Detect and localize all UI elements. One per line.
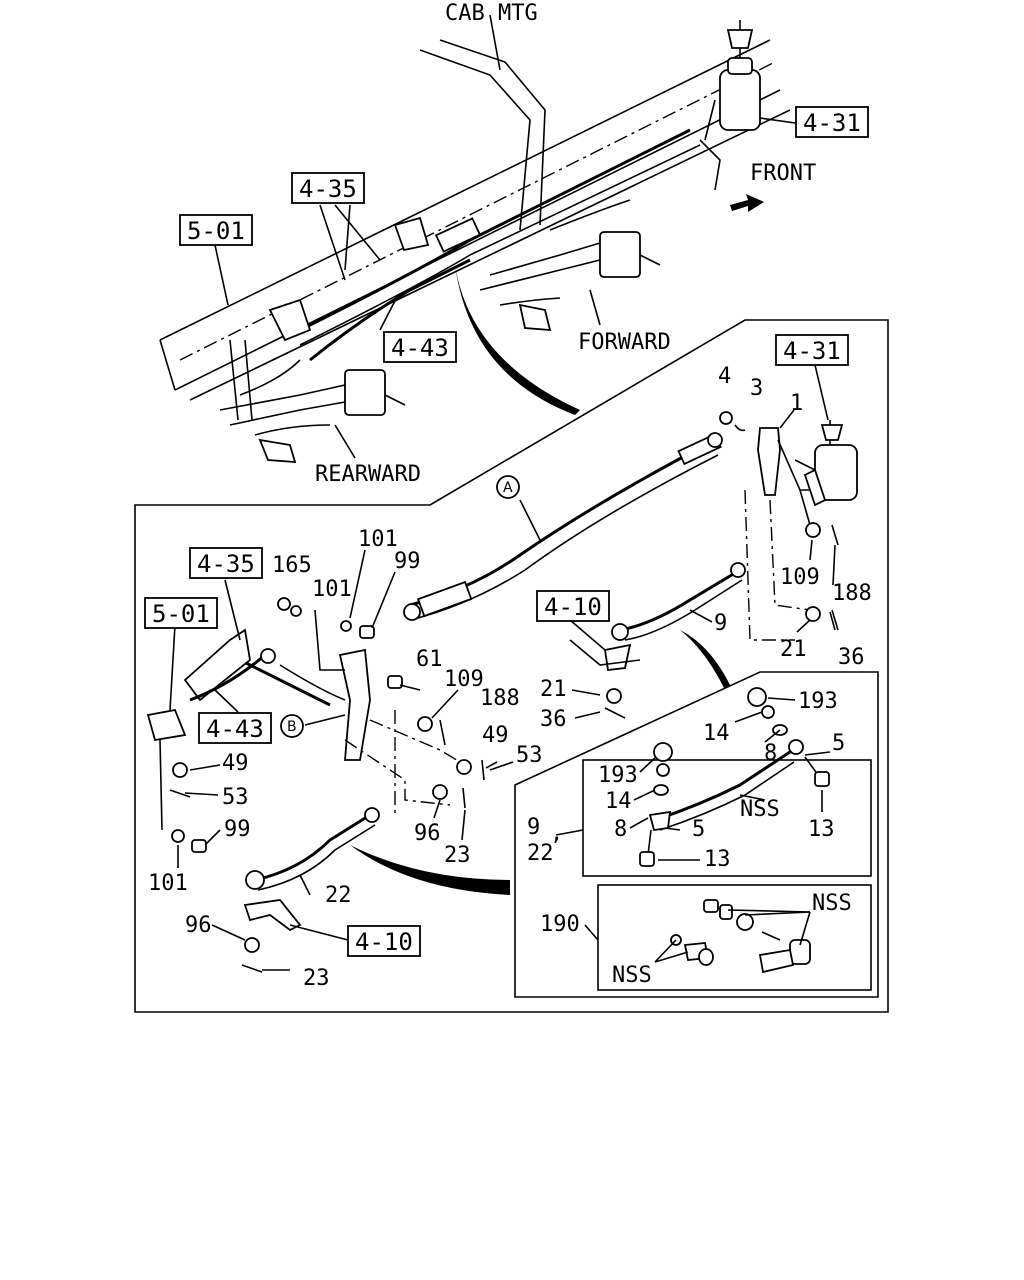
part-number-9-inset: 9 — [527, 815, 540, 840]
part-number-109-mid: 109 — [444, 667, 484, 692]
part-number-21-mid: 21 — [540, 677, 567, 702]
callout-a-label: A — [503, 480, 513, 496]
leader-lines — [169, 409, 836, 971]
part-number-8-top: 8 — [764, 741, 777, 766]
nss-label-kit-right: NSS — [812, 891, 852, 916]
part-number-4: 4 — [718, 364, 731, 389]
ref-box-4-31-top[interactable]: 4-31 — [795, 106, 869, 138]
part-number-22-inset: 22 — [527, 841, 554, 866]
part-number-14-bottom: 14 — [605, 789, 632, 814]
part-number-14-top: 14 — [703, 721, 730, 746]
nss-label-top: NSS — [740, 797, 780, 822]
part-number-23-mid: 23 — [444, 843, 471, 868]
detail-panel-border — [134, 319, 889, 1013]
inset-panel-border — [514, 671, 879, 998]
rearward-label: REARWARD — [315, 462, 421, 487]
comma-separator: , — [550, 821, 563, 846]
part-number-49-left: 49 — [222, 751, 249, 776]
part-number-5-bottom: 5 — [692, 817, 705, 842]
ref-box-4-31-detail[interactable]: 4-31 — [775, 334, 849, 366]
frame-overview — [159, 14, 796, 463]
ref-box-4-35-top[interactable]: 4-35 — [291, 172, 365, 204]
part-number-193-bottom: 193 — [598, 763, 638, 788]
front-label: FRONT — [750, 161, 816, 186]
part-number-3: 3 — [750, 376, 763, 401]
callout-b-label: B — [287, 719, 297, 735]
ref-box-5-01-detail[interactable]: 5-01 — [144, 597, 218, 629]
part-number-13-top: 13 — [808, 817, 835, 842]
part-number-8-bottom: 8 — [614, 817, 627, 842]
ref-4-43-detail: 4-43 — [206, 715, 264, 743]
part-number-9: 9 — [714, 611, 727, 636]
ref-4-31-detail: 4-31 — [783, 337, 841, 365]
ref-5-01-top: 5-01 — [187, 217, 245, 245]
part-number-99-top: 99 — [394, 549, 421, 574]
ref-4-10-mid: 4-10 — [544, 593, 602, 621]
inset-190-box — [597, 884, 872, 991]
part-number-188-mid: 188 — [480, 686, 520, 711]
forward-label: FORWARD — [578, 330, 671, 355]
ref-box-4-43-top[interactable]: 4-43 — [383, 331, 457, 363]
part-number-96-left: 96 — [185, 913, 212, 938]
ref-4-43-top: 4-43 — [391, 334, 449, 362]
callout-a[interactable]: A — [496, 475, 520, 499]
cab-mtg-label: CAB MTG — [445, 1, 538, 26]
part-number-5-top: 5 — [832, 731, 845, 756]
inset-drawing — [639, 687, 830, 974]
part-number-101-top: 101 — [358, 527, 398, 552]
ref-4-10-bottom: 4-10 — [355, 928, 413, 956]
ref-box-4-10-bottom[interactable]: 4-10 — [347, 925, 421, 957]
part-number-36-mid: 36 — [540, 707, 567, 732]
ref-5-01-detail: 5-01 — [152, 600, 210, 628]
detail-drawing — [146, 420, 858, 932]
ref-box-4-43-detail[interactable]: 4-43 — [198, 712, 272, 744]
part-number-188-right: 188 — [832, 581, 872, 606]
part-number-21-right: 21 — [780, 637, 807, 662]
ref-4-31-top: 4-31 — [803, 109, 861, 137]
part-number-1: 1 — [790, 391, 803, 416]
ref-box-5-01-top[interactable]: 5-01 — [179, 214, 253, 246]
part-number-36-right: 36 — [838, 645, 865, 670]
inset-leader-lines — [555, 697, 831, 963]
part-number-23-left: 23 — [303, 966, 330, 991]
part-number-53-mid: 53 — [516, 743, 543, 768]
hardware-parts — [169, 411, 839, 973]
callout-b[interactable]: B — [280, 714, 304, 738]
part-number-96-mid: 96 — [414, 821, 441, 846]
part-number-49-mid: 49 — [482, 723, 509, 748]
part-number-61: 61 — [416, 647, 443, 672]
part-number-13-bottom: 13 — [704, 847, 731, 872]
ref-box-4-35-detail[interactable]: 4-35 — [189, 547, 263, 579]
part-number-53-left: 53 — [222, 785, 249, 810]
part-number-165: 165 — [272, 553, 312, 578]
part-number-109-right: 109 — [780, 565, 820, 590]
ref-4-35-top: 4-35 — [299, 175, 357, 203]
nss-label-kit-left: NSS — [612, 963, 652, 988]
part-number-101-mid: 101 — [312, 577, 352, 602]
ref-4-35-detail: 4-35 — [197, 550, 255, 578]
part-number-22: 22 — [325, 883, 352, 908]
part-number-99-left: 99 — [224, 817, 251, 842]
part-number-190: 190 — [540, 912, 580, 937]
part-number-101-left: 101 — [148, 871, 188, 896]
front-arrow-icon — [730, 194, 764, 212]
ref-box-4-10-mid[interactable]: 4-10 — [536, 590, 610, 622]
part-number-193-top: 193 — [798, 689, 838, 714]
inset-tie-rod-box — [582, 759, 872, 877]
